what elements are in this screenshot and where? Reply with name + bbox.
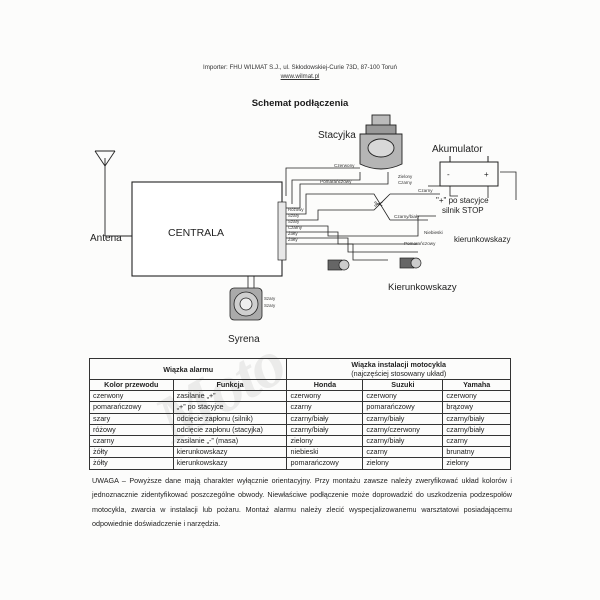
indicators-label-2: Kierunkowskazy bbox=[388, 282, 457, 293]
table-cell: czarny bbox=[89, 434, 174, 448]
table-cell: odcięcie zapłonu (silnik) bbox=[172, 412, 288, 425]
table-cell: zielony bbox=[286, 434, 364, 448]
table-cell: czarny/czerwony bbox=[362, 423, 444, 436]
table-row: czarny zasilanie „-” (masa) zielony czar… bbox=[89, 434, 511, 448]
central-connector bbox=[277, 201, 287, 261]
table-cell: pomarańczowy bbox=[89, 401, 174, 414]
battery-label: Akumulator bbox=[432, 144, 483, 155]
central-unit-box bbox=[131, 181, 283, 277]
battery-icon bbox=[439, 156, 499, 187]
central-label: CENTRALA bbox=[168, 227, 224, 239]
wiring-table: Wiązka alarmu Wiązka instalacji motocykl… bbox=[88, 358, 511, 470]
siren-pin-label: Szary bbox=[264, 296, 276, 301]
table-cell: czarny bbox=[286, 401, 364, 414]
table-group-moto: Wiązka instalacji motocykla (najczęściej… bbox=[286, 358, 511, 380]
engine-stop-label: silnik STOP bbox=[442, 206, 484, 215]
battery-plus: + bbox=[484, 170, 489, 179]
table-cell: różowy bbox=[89, 423, 174, 436]
table-cell: czarny/biały bbox=[362, 434, 444, 448]
table-cell: czarny bbox=[362, 446, 444, 459]
table-cell: czarny/biały bbox=[362, 412, 444, 425]
wire-label: Czarny/biały bbox=[394, 214, 420, 219]
antenna-label: Antena bbox=[90, 233, 122, 244]
wire-lines bbox=[247, 167, 517, 307]
table-cell: czarny/biały bbox=[286, 423, 364, 436]
table-cell: kierunkowskazy bbox=[172, 446, 288, 459]
ignition-label: Stacyjka bbox=[318, 130, 356, 141]
ignition-switch-icon bbox=[359, 114, 403, 170]
importer-line: Importer: FHU WILMAT S.J., ul. Skłodowsk… bbox=[203, 64, 397, 71]
scissors-icon: ✂ bbox=[374, 199, 383, 211]
table-cell: czerwony bbox=[442, 390, 511, 403]
table-cell: zielony bbox=[442, 457, 511, 470]
antenna-icon bbox=[94, 150, 132, 237]
column-header: Kolor przewodu bbox=[89, 378, 174, 392]
table-cell: pomarańczowy bbox=[286, 457, 364, 470]
table-row: żółty kierunkowskazy pomarańczowy zielon… bbox=[89, 457, 511, 470]
pin-label: Żółty bbox=[288, 231, 298, 236]
wire-label: Czerwony bbox=[334, 163, 355, 168]
wire-label: Niebieski bbox=[424, 230, 443, 235]
table-group-alarm: Wiązka alarmu bbox=[88, 358, 288, 380]
warning-note: UWAGA – Powyższe dane mają charakter wył… bbox=[92, 476, 512, 529]
table-cell: czerwony bbox=[286, 390, 364, 403]
pin-label: Żółty bbox=[288, 237, 298, 242]
siren-label: Syrena bbox=[228, 334, 260, 345]
website-link[interactable]: www.wilmat.pl bbox=[280, 73, 320, 80]
wiring-diagram: Antena CENTRALA Różowy Szary Szary Czarn… bbox=[90, 114, 517, 345]
pin-label: Szary bbox=[288, 213, 300, 218]
table-cell: żółty bbox=[89, 446, 174, 459]
column-header: Honda bbox=[286, 378, 364, 392]
table-cell: niebieski bbox=[286, 446, 364, 459]
table-cell: czarny bbox=[442, 434, 511, 448]
table-cell: odcięcie zapłonu (stacyjka) bbox=[172, 423, 288, 436]
table-row: pomarańczowy „+” po stacyjce czarny poma… bbox=[89, 401, 511, 414]
table-cell: zasilanie „+” bbox=[172, 390, 288, 403]
table-cell: zielony bbox=[362, 457, 444, 470]
table-cell: czarny/biały bbox=[442, 412, 511, 425]
ignition-sub-label: Zielony bbox=[398, 174, 413, 179]
wire-label: Pomarańczowy bbox=[404, 241, 436, 246]
ignition-sub-label: Czarny bbox=[398, 180, 413, 185]
table-cell: czerwony bbox=[362, 390, 444, 403]
table-group-moto-line1: Wiązka instalacji motocykla bbox=[351, 360, 447, 369]
table-cell: żółty bbox=[89, 457, 174, 470]
pin-label: Różowy bbox=[288, 207, 304, 212]
table-cell: szary bbox=[89, 412, 174, 425]
indicator-lamp-icon bbox=[327, 257, 422, 271]
table-cell: brunatny bbox=[442, 446, 511, 459]
wire-label: Czarny bbox=[418, 188, 433, 193]
column-header: Suzuki bbox=[362, 378, 444, 392]
table-row: czerwony zasilanie „+” czerwony czerwony… bbox=[89, 390, 511, 403]
siren-pin-label: Szary bbox=[264, 303, 276, 308]
pin-label: Szary bbox=[288, 219, 300, 224]
wire-label: Pomarańczowy bbox=[320, 179, 352, 184]
ignition-plus-label: "+" po stacyjce bbox=[436, 196, 489, 205]
indicators-label: kierunkowskazy bbox=[454, 235, 510, 244]
table-cell: czerwony bbox=[89, 390, 174, 403]
column-header: Yamaha bbox=[442, 378, 511, 392]
table-group-moto-line2: (najczęściej stosowany układ) bbox=[351, 369, 447, 378]
table-cell: kierunkowskazy bbox=[172, 457, 288, 470]
table-cell: brązowy bbox=[442, 401, 511, 414]
table-row: różowy odcięcie zapłonu (stacyjka) czarn… bbox=[89, 423, 511, 436]
table-cell: pomarańczowy bbox=[362, 401, 444, 414]
table-cell: czarny/biały bbox=[442, 423, 511, 436]
pin-label: Czarny bbox=[288, 225, 303, 230]
schema-title: Schemat podłączenia bbox=[251, 98, 349, 109]
table-row: żółty kierunkowskazy niebieski czarny br… bbox=[89, 446, 511, 459]
battery-minus: - bbox=[447, 170, 450, 179]
table-row: szary odcięcie zapłonu (silnik) czarny/b… bbox=[89, 412, 511, 425]
siren-icon bbox=[229, 287, 263, 321]
table-cell: zasilanie „-” (masa) bbox=[172, 434, 288, 448]
table-cell: czarny/biały bbox=[286, 412, 364, 425]
table-cell: „+” po stacyjce bbox=[172, 401, 288, 414]
column-header: Funkcja bbox=[172, 378, 288, 392]
